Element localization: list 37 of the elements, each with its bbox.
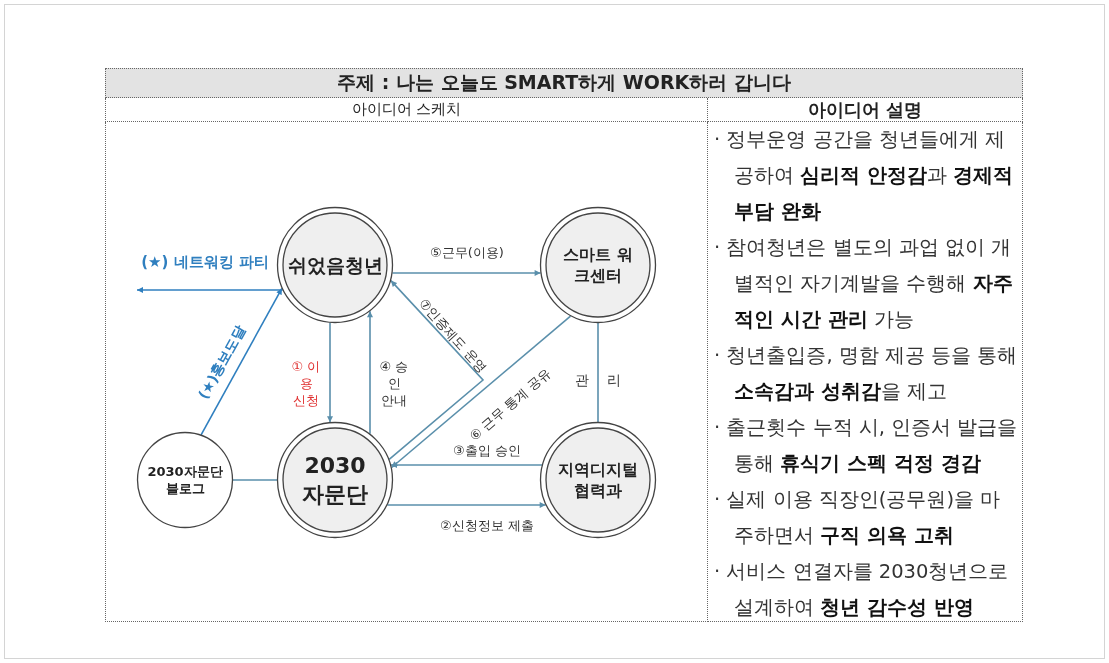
node-label: 지역디지털 협력과 bbox=[558, 459, 638, 501]
edge-label: ②신청정보 제출 bbox=[439, 516, 535, 534]
bullet-text: · 참여청년은 별도의 과업 없이 개별적인 자기계발을 수행해 자주적인 시간 관리 가능 bbox=[714, 235, 1014, 333]
bullet-text: · 정부운영 공간을 청년들에게 제공하여 심리적 안정감과 경제적 부담 완화 bbox=[714, 127, 1015, 225]
edge-label: ⑤근무(이용) bbox=[429, 243, 505, 261]
edge-label: ④ 승인 안내 bbox=[379, 357, 409, 409]
node-label: 쉬었음청년 bbox=[286, 252, 384, 278]
title-bar: 주제 : 나는 오늘도 SMART하게 WORK하러 갑니다 bbox=[105, 68, 1023, 98]
edge-label: 관 리 bbox=[573, 371, 623, 389]
column-header: 아이디어 스케치 bbox=[105, 98, 708, 122]
node-label: 2030 자문단 bbox=[301, 452, 369, 509]
edge-label: ③출입 승인 bbox=[452, 441, 522, 459]
arrow bbox=[388, 279, 485, 461]
node-label: 2030자문단 블로그 bbox=[146, 463, 224, 497]
bullet-text: · 청년출입증, 명함 제공 등을 통해 소속감과 성취감을 제고 bbox=[714, 343, 1019, 405]
node-label: 스마트 워크센터 bbox=[562, 244, 634, 286]
arrow bbox=[327, 322, 333, 423]
bullet-text: · 실제 이용 직장인(공무원)을 마주하면서 구직 의욕 고취 bbox=[714, 487, 1002, 549]
arrow bbox=[200, 287, 283, 436]
edge-label: ① 이용 신청 bbox=[291, 357, 321, 409]
connector-line bbox=[232, 479, 278, 481]
circle-node bbox=[136, 431, 234, 529]
double-circle-node bbox=[276, 206, 394, 324]
bullet-text: · 서비스 연결자를 2030청년으로 설계하여 청년 감수성 반영 bbox=[714, 559, 1010, 621]
bullet-text: · 출근횟수 누적 시, 인증서 발급을 통해 휴식기 스펙 걱정 경감 bbox=[714, 415, 1019, 477]
column-header: 아이디어 설명 bbox=[708, 98, 1023, 122]
double-circle-node bbox=[539, 421, 657, 539]
connector-line bbox=[597, 322, 599, 423]
double-circle-node bbox=[276, 421, 394, 539]
arrow bbox=[386, 502, 547, 508]
arrow bbox=[367, 310, 373, 435]
arrow bbox=[390, 315, 572, 469]
edge-label: (★) 네트워킹 파티 bbox=[140, 253, 270, 271]
double-circle-node bbox=[539, 206, 657, 324]
arrow bbox=[391, 270, 542, 276]
arrow bbox=[136, 287, 284, 293]
arrow bbox=[390, 462, 543, 468]
